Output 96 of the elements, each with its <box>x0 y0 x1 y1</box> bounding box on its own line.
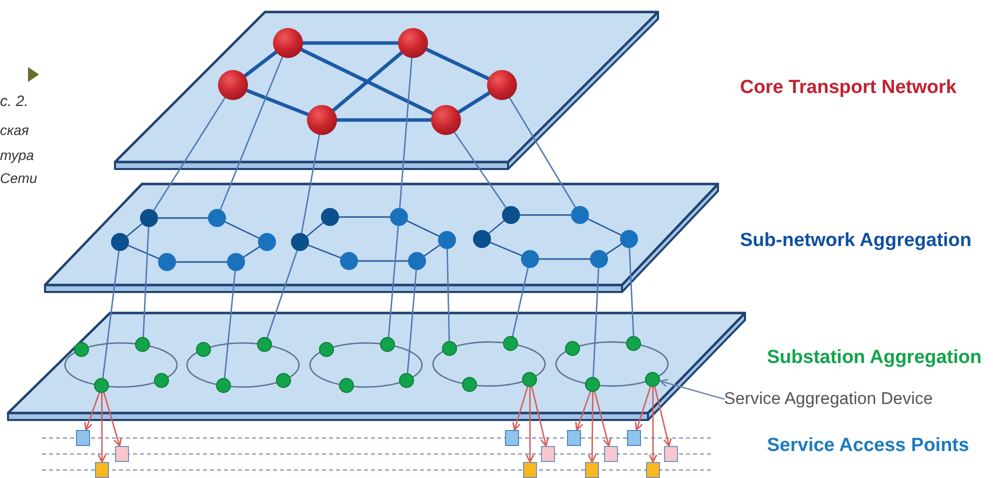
label-text: тура <box>0 146 35 164</box>
ring-link <box>456 341 504 347</box>
ring-link <box>230 382 278 388</box>
access-point-square <box>604 446 618 462</box>
access-point-square <box>585 462 599 478</box>
ring-link <box>394 346 423 378</box>
arrow <box>531 386 549 447</box>
link-line <box>220 56 284 210</box>
ring-link <box>517 344 546 377</box>
link-line <box>488 220 505 234</box>
ring-link <box>210 342 258 348</box>
arrow <box>654 386 672 447</box>
ring-link <box>271 346 300 378</box>
core-link <box>332 50 404 112</box>
ring-link <box>600 380 646 387</box>
link-line <box>357 260 409 262</box>
label-text: ская <box>0 121 30 139</box>
core-link <box>335 118 433 122</box>
link-line <box>153 96 226 212</box>
access-point-square <box>567 430 581 446</box>
access-point-square <box>115 446 129 462</box>
link-line <box>338 216 391 218</box>
ring-link <box>64 352 96 386</box>
link-line <box>300 134 320 234</box>
arrow <box>98 392 106 463</box>
link-line <box>509 97 576 208</box>
label-text: Сети <box>0 169 38 187</box>
link-line <box>606 243 622 255</box>
link-line <box>424 244 440 257</box>
core-link <box>456 91 492 114</box>
access-point-square <box>76 430 90 446</box>
arrow <box>84 392 100 431</box>
arrow <box>575 391 592 431</box>
link-line <box>388 225 399 338</box>
label-text: Service Access Points <box>767 434 970 458</box>
ring-link <box>186 352 218 386</box>
arrow <box>594 391 612 447</box>
link-line <box>266 250 298 338</box>
ring-link <box>432 350 464 384</box>
link-line <box>512 267 529 338</box>
link-line <box>175 261 228 263</box>
core-link <box>424 48 490 80</box>
ring-link <box>309 352 340 386</box>
link-line <box>587 218 622 236</box>
link-line <box>224 270 236 379</box>
link-line <box>446 248 450 342</box>
ring-link <box>149 346 178 378</box>
access-point-square <box>523 462 537 478</box>
layer-label: Substation Aggregation <box>767 346 982 370</box>
arrow <box>648 386 658 463</box>
link-line <box>157 217 209 219</box>
ring-link <box>476 380 524 387</box>
arrow <box>588 391 596 463</box>
core-link <box>243 50 278 78</box>
link-line <box>519 214 572 216</box>
link-line <box>406 220 440 237</box>
arrow <box>634 385 652 431</box>
arrow <box>526 386 534 463</box>
leader-line <box>659 378 725 400</box>
access-point-square <box>95 462 109 478</box>
ring-link <box>579 341 627 347</box>
ring-link <box>333 342 381 348</box>
link-line <box>592 267 600 378</box>
link-line <box>538 258 591 260</box>
link-line <box>102 250 120 379</box>
label-text: Core Transport Network <box>740 76 956 100</box>
ring-link <box>108 382 156 388</box>
core-link <box>300 48 434 116</box>
layer-label: Sub-network Aggregation <box>740 229 972 253</box>
callout-label: Service Aggregation Device <box>724 389 933 409</box>
arrow <box>512 385 528 431</box>
link-line <box>628 247 634 337</box>
link-line <box>306 222 324 237</box>
ring-link <box>354 382 400 388</box>
link-line <box>128 244 160 260</box>
ring-link <box>555 350 586 384</box>
access-point-square <box>627 430 641 446</box>
label-text: с. 2. <box>0 93 30 111</box>
access-point-square <box>541 446 555 462</box>
access-point-square <box>664 446 678 462</box>
access-point-square <box>505 430 519 446</box>
link-line <box>308 244 342 258</box>
core-link <box>301 41 400 45</box>
arrow <box>103 392 122 447</box>
link-line <box>242 246 260 258</box>
link-line <box>126 223 143 237</box>
core-link <box>245 88 310 116</box>
link-line <box>454 132 507 208</box>
ring-link <box>88 342 136 348</box>
link-line <box>142 226 150 338</box>
link-line <box>224 221 260 239</box>
link-line <box>490 242 522 256</box>
link-line <box>399 57 412 209</box>
link-line <box>406 269 417 374</box>
access-point-square <box>646 462 660 478</box>
ring-link <box>640 344 669 377</box>
